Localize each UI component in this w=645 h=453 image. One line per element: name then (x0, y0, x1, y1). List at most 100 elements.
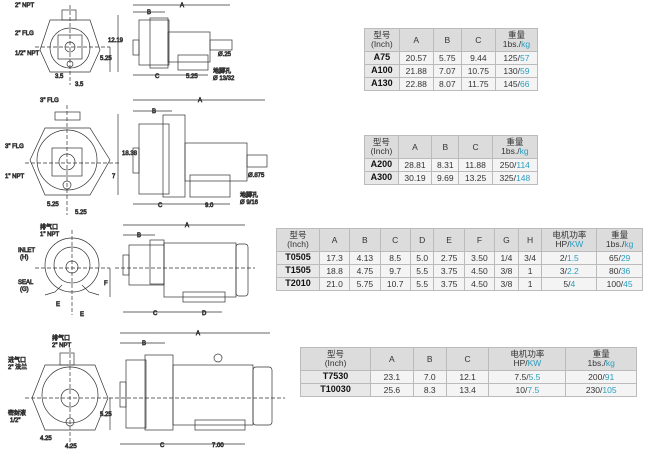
label: E (56, 302, 60, 308)
weight-unit-kg: kg (521, 39, 531, 49)
column-header: C (379, 228, 411, 252)
label: 5.25 (186, 74, 198, 80)
lbs-value: 145 (503, 78, 518, 89)
label: A (196, 331, 200, 337)
column-header: 型号 (Inch) (364, 28, 400, 52)
column-header: B (431, 135, 460, 159)
power-title: 电机功率 (510, 349, 545, 360)
column-header: C (458, 135, 493, 159)
value-cell: 1 (517, 264, 543, 278)
label: 1" NPT (40, 232, 59, 238)
value-cell: 28.81 (397, 158, 433, 172)
column-header: 型号 (Inch) (364, 135, 399, 159)
label: 2" FLG (15, 31, 34, 37)
value-cell: 25.6 (370, 383, 414, 397)
label: 1/2" NPT (15, 51, 39, 57)
label: 12.19 (108, 38, 124, 44)
kg-value: 66 (519, 78, 530, 89)
value-cell: 5.5 (409, 277, 435, 291)
column-header: H (517, 228, 543, 252)
value-cell: 11.75 (460, 77, 496, 91)
label: B (147, 10, 151, 16)
weight-unit-lbs: 1bs./ (587, 358, 606, 368)
value-cell: 21.88 (398, 64, 434, 78)
label: 5.25 (75, 210, 87, 216)
label: C (160, 443, 165, 449)
kg-value: 29 (620, 252, 631, 263)
value-cell: 1 (517, 277, 543, 291)
value-cell: 10.7 (379, 277, 411, 291)
value-cell: 5.5 (409, 264, 435, 278)
drawing-a200-side: A B C 9.0 Ø.875 地脚孔 Ø 9/16 (132, 98, 268, 209)
power-unit-hp: HP/ (555, 239, 570, 249)
label: (G) (20, 287, 29, 293)
value-cell: 8.07 (432, 77, 462, 91)
label: 7.00 (212, 443, 224, 449)
label: A (198, 98, 202, 104)
kg-value: 59 (519, 65, 530, 76)
lbs-value: 230 (585, 384, 600, 395)
label: INLET (18, 248, 35, 254)
value-cell: 4.75 (349, 264, 381, 278)
weight-unit-lbs: 1bs./ (605, 239, 625, 249)
weight-cell: 100/45 (596, 277, 643, 291)
weight-unit-lbs: 1bs./ (501, 146, 520, 156)
value-cell: 4.13 (349, 251, 381, 265)
weight-cell: 130/59 (494, 64, 539, 78)
weight-title: 重量 (611, 230, 629, 241)
label: 4.25 (40, 436, 52, 442)
value-cell: 23.1 (370, 370, 414, 384)
label: C (155, 74, 160, 80)
label: Ø.875 (248, 173, 265, 179)
label: 2" NPT (15, 3, 34, 9)
power-cell: 5/4 (541, 277, 598, 291)
column-header: G (494, 228, 519, 252)
drawing-a75-side: A B C 5.25 Ø.25 地脚孔 Ø 13/32 (132, 3, 235, 82)
label: F (104, 281, 108, 287)
label: A (185, 223, 189, 229)
weight-unit-kg: kg (519, 146, 529, 156)
value-cell: 22.88 (398, 77, 434, 91)
weight-cell: 80/36 (596, 264, 643, 278)
label: 1" NPT (5, 174, 24, 180)
value-cell: 3/4 (517, 251, 543, 265)
column-header: B (432, 28, 462, 52)
value-cell: 9.7 (379, 264, 411, 278)
value-cell: 13.4 (445, 383, 490, 397)
weight-unit-lbs: 1bs./ (502, 39, 522, 49)
column-header: B (412, 347, 447, 371)
label: D (202, 311, 207, 317)
weight-unit-kg: kg (624, 239, 634, 249)
weight-cell: 125/57 (494, 51, 539, 65)
label: 5.25 (100, 56, 112, 62)
lbs-value: 325 (499, 172, 514, 183)
drawing-t7530-front: 排气口 2" NPT 进气口 2" 法兰 密封液 1/2" 5.25 4.25 … (8, 334, 115, 450)
value-cell: 11.88 (458, 158, 493, 172)
kg-value: 114 (516, 159, 530, 170)
power-unit-kw: KW (527, 358, 542, 368)
weight-cell: 145/66 (494, 77, 539, 91)
label: 2" NPT (52, 343, 71, 349)
value-cell: 20.57 (398, 51, 434, 65)
column-header: C (445, 347, 490, 371)
hp-value: 3 (559, 265, 565, 276)
kg-value: 148 (516, 172, 531, 183)
kw-value: 4 (570, 278, 576, 289)
value-cell: 3.75 (433, 277, 465, 291)
label: 地脚孔 (213, 67, 231, 75)
lbs-value: 130 (503, 65, 518, 76)
value-cell: 8.31 (431, 158, 460, 172)
label: (H) (20, 255, 28, 261)
value-cell: 7.07 (432, 64, 462, 78)
power-cell: 10/7.5 (488, 383, 567, 397)
model-cell: T7530 (299, 370, 372, 384)
lbs-value: 125 (503, 52, 518, 63)
